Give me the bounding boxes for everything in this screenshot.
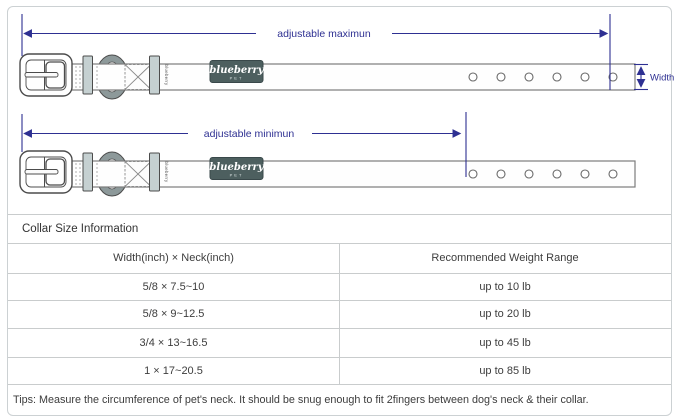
cell-weight: up to 10 lb: [479, 280, 531, 293]
cell-size: 1 × 17~20.5: [144, 364, 203, 377]
adjustable-minimum-label: adjustable minimun: [204, 128, 295, 140]
table-title: Collar Size Information: [22, 222, 139, 235]
adjustable-maximum-label: adjustable maximun: [277, 28, 371, 40]
cell-weight: up to 85 lb: [479, 364, 531, 377]
col-header-weight: Recommended Weight Range: [431, 252, 579, 264]
cell-size: 3/4 × 13~16.5: [139, 336, 208, 349]
tips-text: Tips: Measure the circumference of pet's…: [13, 393, 589, 406]
dimension-min-arrow: [21, 112, 467, 177]
cell-size: 5/8 × 9~12.5: [142, 308, 205, 320]
cell-weight: up to 45 lb: [479, 336, 531, 349]
table-column-divider: [339, 243, 340, 384]
dimension-max-arrow: [21, 14, 611, 90]
cell-weight: up to 20 lb: [479, 308, 531, 320]
table-line: [8, 214, 671, 215]
cell-size: 5/8 × 7.5~10: [142, 280, 205, 293]
collar-bottom: [19, 150, 636, 197]
page-border: [7, 6, 672, 416]
collar-top: [19, 53, 636, 100]
table-line: [8, 384, 671, 385]
width-label: Width: [650, 73, 674, 84]
width-arrow: [634, 63, 648, 91]
col-header-size: Width(inch) × Neck(inch): [113, 252, 234, 264]
collar-diagram: blueberry blueberry PET: [19, 14, 674, 197]
